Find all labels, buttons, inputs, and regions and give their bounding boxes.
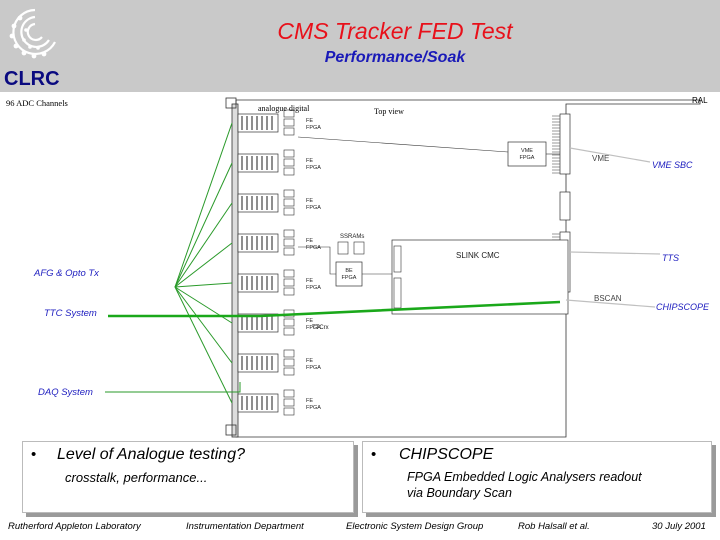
optical-connector bbox=[237, 313, 279, 333]
tts-label: TTS bbox=[662, 253, 679, 263]
footer-date: 30 July 2001 bbox=[652, 521, 706, 532]
chipscope-detail-2: via Boundary Scan bbox=[407, 486, 512, 500]
optical-connector bbox=[237, 193, 279, 213]
bscan-label: BSCAN bbox=[594, 294, 622, 303]
ssram-box-2 bbox=[353, 241, 365, 255]
vme-link bbox=[569, 147, 651, 163]
board-outline bbox=[225, 97, 701, 438]
slink-label: SLINK CMC bbox=[456, 251, 500, 260]
clrc-logo: CLRC bbox=[0, 0, 70, 92]
ssram-label: SSRAMs bbox=[340, 234, 364, 240]
footer-group: Electronic System Design Group bbox=[346, 521, 484, 532]
page-subtitle: Performance/Soak bbox=[324, 49, 466, 66]
tts-link bbox=[569, 251, 661, 255]
slink-cmc-box bbox=[391, 239, 569, 315]
optical-connector bbox=[237, 153, 279, 173]
bullet-right: • bbox=[371, 446, 377, 463]
analogue-testing-detail: crosstalk, performance... bbox=[65, 470, 208, 485]
vme-label: VME bbox=[592, 154, 610, 163]
footer-org: Rutherford Appleton Laboratory bbox=[8, 521, 141, 532]
footer-dept: Instrumentation Department bbox=[186, 521, 304, 532]
page-title: CMS Tracker FED Test bbox=[277, 18, 513, 44]
analogue-digital-label: analogue digital bbox=[258, 104, 310, 113]
external-links bbox=[565, 147, 661, 308]
vme-sbc-label: VME SBC bbox=[652, 160, 693, 170]
be-fpga-box bbox=[335, 261, 363, 287]
ttc-system-label: TTC System bbox=[44, 308, 97, 319]
footer-author: Rob Halsall et al. bbox=[518, 521, 590, 532]
chipscope-heading: CHIPSCOPE bbox=[399, 446, 494, 463]
optical-connector bbox=[237, 353, 279, 373]
optical-connector bbox=[237, 233, 279, 253]
ttc-line bbox=[108, 300, 561, 318]
analogue-testing-heading: Level of Analogue testing? bbox=[57, 446, 245, 463]
internal-wires bbox=[297, 136, 560, 275]
channels-label: 96 ADC Channels bbox=[6, 98, 68, 108]
slide-header: CLRC CMS Tracker FED Test Performance/So… bbox=[0, 0, 720, 92]
optical-connector bbox=[237, 273, 279, 293]
analogue-testing-box: • Level of Analogue testing? crosstalk, … bbox=[22, 441, 354, 513]
ssram-box-1 bbox=[337, 241, 349, 255]
logo-text: CLRC bbox=[4, 68, 60, 90]
afg-opto-tx-label: AFG & Opto Tx bbox=[34, 268, 99, 279]
optical-connector bbox=[237, 393, 279, 413]
chipscope-detail-1: FPGA Embedded Logic Analysers readout bbox=[407, 470, 642, 484]
top-view-label: Top view bbox=[374, 107, 404, 116]
chipscope-link bbox=[565, 299, 656, 308]
daq-system-label: DAQ System bbox=[38, 387, 93, 398]
optical-connector bbox=[237, 113, 279, 133]
ttcrx-label: TTCrx bbox=[312, 325, 329, 331]
afg-fanout-lines bbox=[174, 122, 233, 404]
front-panel-tab-bottom bbox=[225, 424, 237, 436]
vme-fpga-box bbox=[507, 141, 547, 167]
daq-line bbox=[105, 382, 241, 393]
chipscope-diagram-label: CHIPSCOPE bbox=[656, 302, 710, 312]
ral-label: RAL bbox=[692, 96, 708, 105]
chipscope-box: • CHIPSCOPE FPGA Embedded Logic Analyser… bbox=[362, 441, 712, 513]
bullet-left: • bbox=[31, 446, 37, 463]
front-panel-tab-top bbox=[225, 97, 237, 109]
clrc-logo-icon: CLRC bbox=[4, 8, 60, 90]
